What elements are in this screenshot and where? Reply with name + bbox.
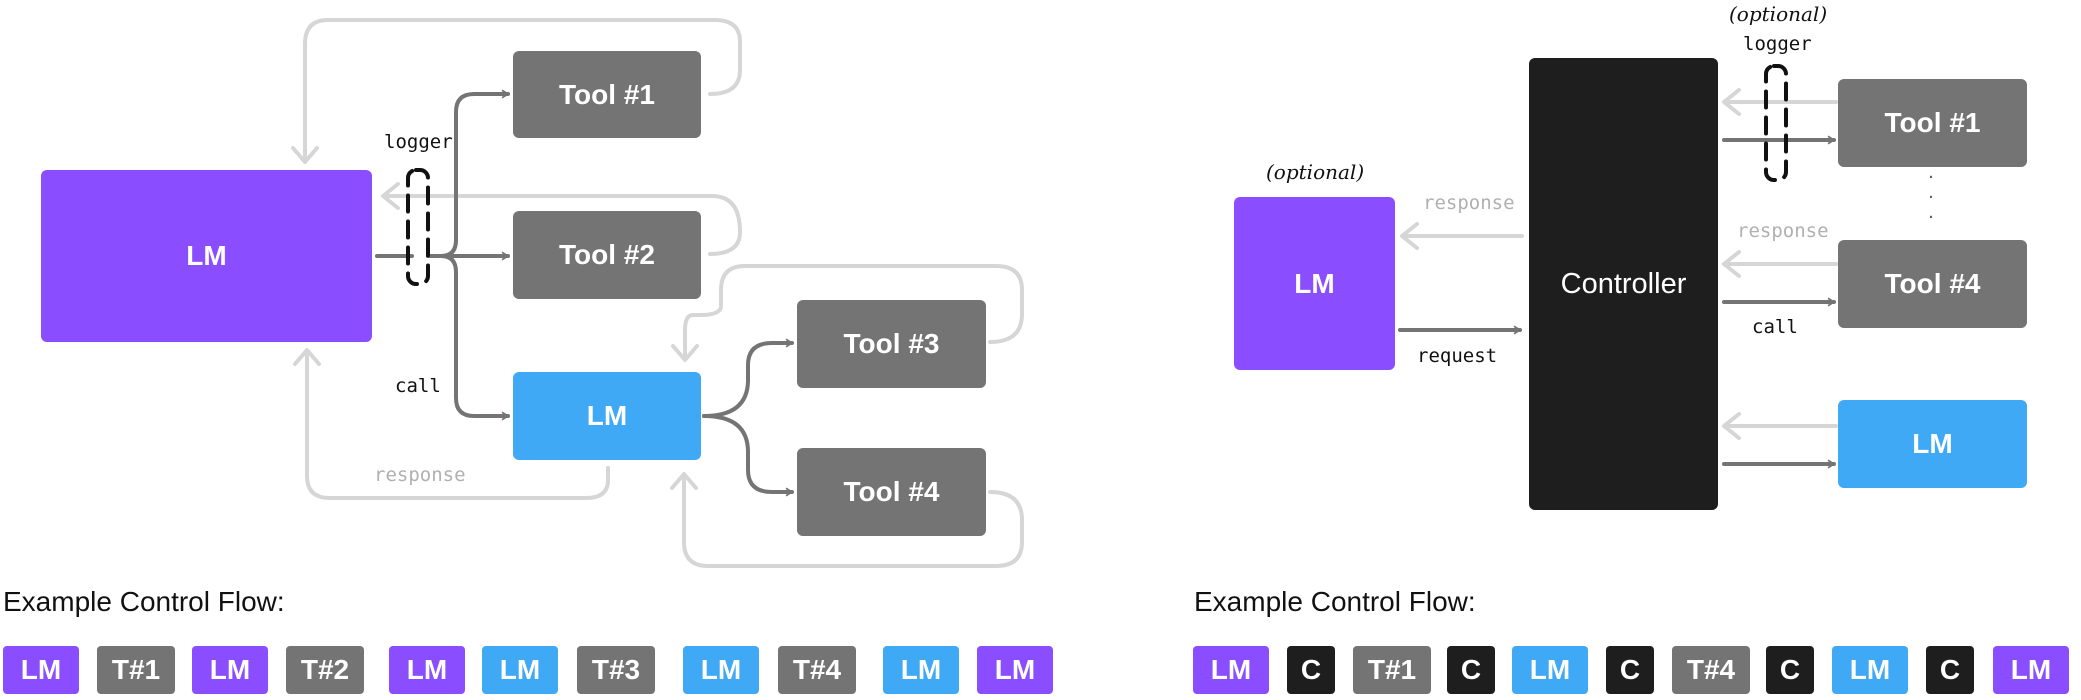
loop-tool2-to-logger: [383, 194, 742, 256]
response-tool4-head: [1722, 250, 1741, 278]
flow-step-4: T#2: [286, 646, 364, 694]
controller-box: Controller: [1529, 58, 1718, 510]
flow-step-4: C: [1447, 646, 1495, 694]
lm-sub-left: LM: [513, 372, 701, 460]
flow-step-6: C: [1606, 646, 1654, 694]
tool1-left: Tool #1: [513, 51, 701, 138]
flow-step-5: LM: [1512, 646, 1588, 694]
logger-left: [406, 168, 430, 286]
loop-tool2-to-logger-head: [381, 182, 400, 210]
flow-step-9: LM: [1832, 646, 1908, 694]
tool3-left: Tool #3: [797, 300, 986, 388]
flow-step-11: LM: [977, 646, 1053, 694]
flow-title-right: Example Control Flow:: [1194, 586, 1476, 617]
logger-label-right: logger: [1743, 33, 1812, 55]
call-label-right: call: [1752, 316, 1798, 338]
flow-title-left: Example Control Flow:: [3, 586, 285, 617]
flow-step-2: C: [1287, 646, 1335, 694]
response-sublm-head: [1722, 412, 1741, 440]
tool2-left: Tool #2: [513, 211, 701, 299]
flow-step-10: C: [1926, 646, 1974, 694]
lm-main-right: LM: [1234, 197, 1395, 370]
call-to-tool1: [426, 89, 510, 258]
flow-step-7: T#4: [1672, 646, 1750, 694]
logger-right: [1764, 64, 1788, 182]
lm-optional-label: (optional): [1266, 160, 1365, 184]
response-label-right-tool: response: [1737, 220, 1829, 242]
tool1-right: Tool #1: [1838, 79, 2027, 167]
response-controller-to-lm-head: [1400, 222, 1419, 250]
request-label-right: request: [1417, 345, 1498, 367]
logger-optional-label: (optional): [1729, 2, 1828, 26]
loop-tool1-to-lm: [303, 18, 742, 162]
flow-step-3: T#1: [1353, 646, 1431, 694]
response-label-right-top: response: [1423, 192, 1515, 214]
flow-step-2: T#1: [97, 646, 175, 694]
loop-tool4-to-sublm: [682, 474, 1024, 568]
flow-step-6: LM: [482, 646, 558, 694]
lm-main-left: LM: [41, 170, 372, 342]
loop-tool1-to-lm-head: [291, 146, 319, 164]
ellipsis-dots: ···: [1928, 167, 1934, 228]
flow-step-8: C: [1766, 646, 1814, 694]
logger-label-left: logger: [384, 131, 453, 153]
response-tool1-head: [1722, 88, 1741, 116]
call-sublm-to-tool3: [702, 338, 794, 418]
flow-step-1: LM: [3, 646, 79, 694]
call-sublm-to-tool4: [702, 414, 794, 497]
loop-tool3-to-sublm: [683, 264, 1024, 360]
call-label-left: call: [395, 375, 441, 397]
tool4-right: Tool #4: [1838, 240, 2027, 328]
lm-sub-right: LM: [1838, 400, 2027, 488]
flow-step-10: LM: [883, 646, 959, 694]
flow-step-9: T#4: [778, 646, 856, 694]
loop-sublm-response-head: [293, 348, 321, 366]
flow-step-5: LM: [389, 646, 465, 694]
flow-step-8: LM: [683, 646, 759, 694]
loop-sublm-response: [305, 350, 610, 500]
loop-tool3-to-sublm-head: [671, 344, 699, 362]
loop-tool4-to-sublm-head: [670, 472, 698, 490]
flow-step-7: T#3: [577, 646, 655, 694]
response-label-left: response: [374, 464, 466, 486]
flow-step-3: LM: [192, 646, 268, 694]
call-to-sublm: [439, 254, 510, 421]
flow-step-1: LM: [1193, 646, 1269, 694]
tool4-left: Tool #4: [797, 448, 986, 536]
flow-step-11: LM: [1993, 646, 2069, 694]
